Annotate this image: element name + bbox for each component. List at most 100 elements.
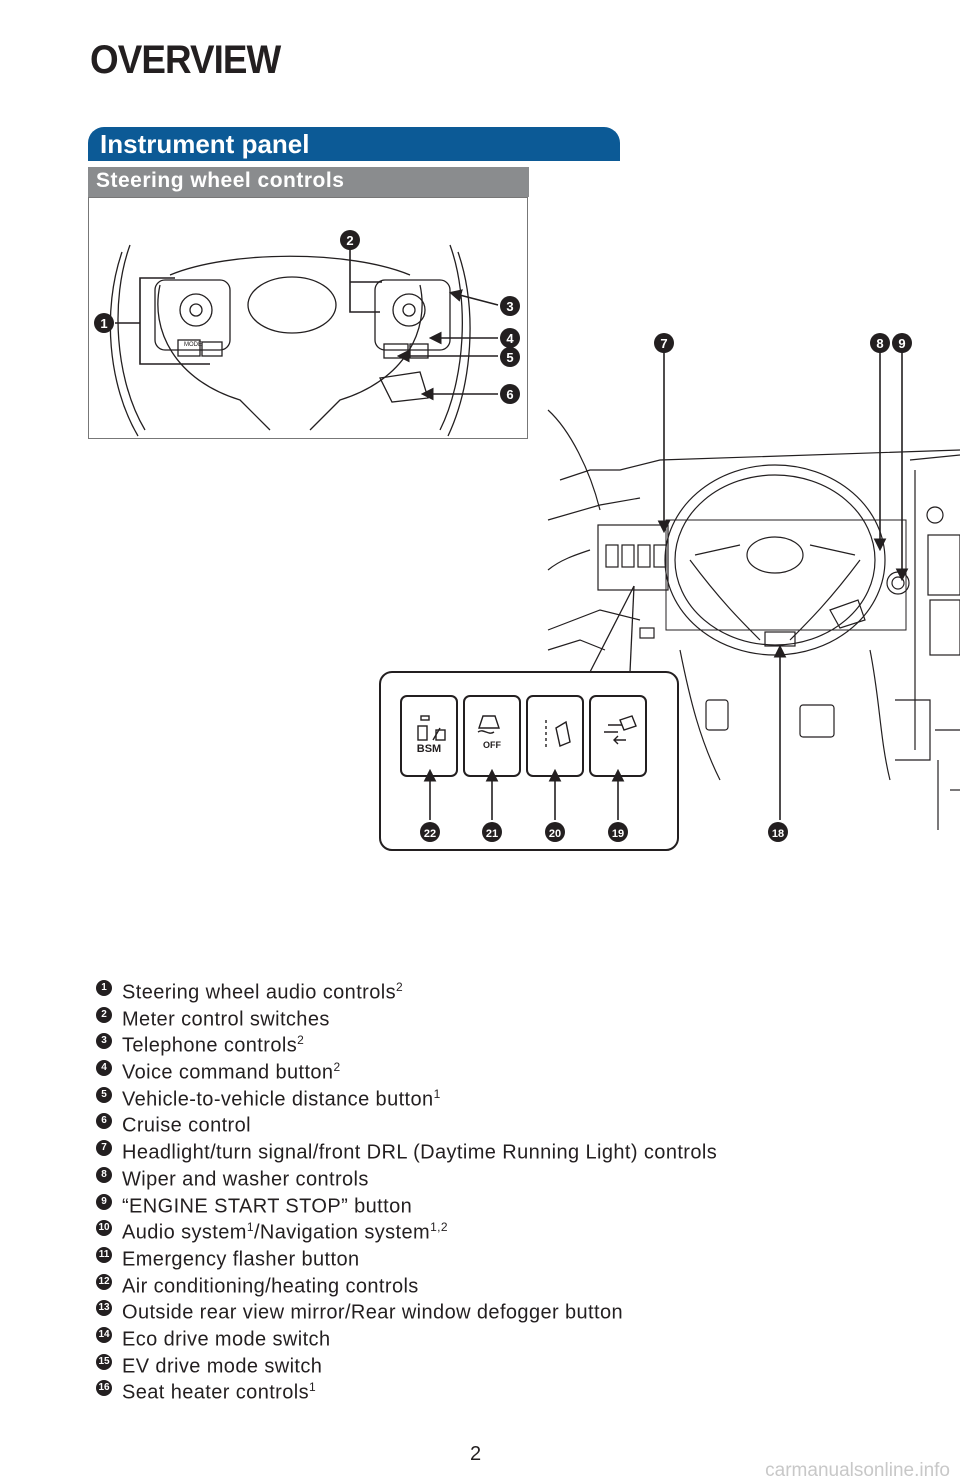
legend-text: Steering wheel audio controls	[122, 981, 396, 1004]
legend-item: 13 Outside rear view mirror/Rear window d…	[96, 1294, 717, 1324]
legend-number: 15	[96, 1353, 112, 1370]
legend-number: 10	[96, 1220, 112, 1237]
legend-item: 16 Seat heater controls1	[96, 1374, 717, 1404]
legend-item: 4 Voice command button2	[96, 1054, 717, 1084]
legend-item: 5 Vehicle-to-vehicle distance button1	[96, 1081, 717, 1111]
legend-number: 9	[96, 1193, 112, 1210]
callout-label-4: 4	[506, 331, 514, 346]
legend-number: 8	[96, 1166, 112, 1183]
legend-number: 13	[96, 1300, 112, 1317]
legend-item: 9 “ENGINE START STOP” button	[96, 1188, 717, 1218]
callout-marker-1	[94, 313, 114, 333]
legend-text-continued: /Navigation system	[253, 1221, 431, 1244]
bsm-switch	[400, 695, 458, 777]
collision-warning-icon	[604, 724, 622, 733]
bsm-mirror-icon	[417, 725, 428, 741]
legend-text: Audio system	[122, 1221, 247, 1244]
legend-text: “ENGINE START STOP” button	[122, 1195, 413, 1218]
footnote-ref: 2	[333, 1060, 341, 1075]
callout-label-1: 1	[100, 316, 107, 331]
callout-label-18: 18	[772, 828, 784, 840]
callout-label-21: 21	[486, 828, 498, 840]
footnote-ref: 1	[433, 1086, 441, 1101]
legend-item: 1 Steering wheel audio controls2	[96, 974, 717, 1004]
callout-marker-21	[482, 822, 502, 842]
callout-label-20: 20	[549, 828, 561, 840]
callout-label-7: 7	[660, 336, 667, 351]
legend-number: 7	[96, 1140, 112, 1157]
bsm-label: BSM	[417, 743, 441, 755]
legend-number: 1	[96, 980, 112, 996]
legend-number: 6	[96, 1113, 112, 1130]
legend-item: 7 Headlight/turn signal/front DRL (Daytim…	[96, 1134, 718, 1164]
legend-text: Emergency flasher button	[122, 1248, 360, 1271]
off-label: OFF	[483, 740, 501, 750]
legend-number: 12	[96, 1273, 112, 1290]
steering-wheel-diagram-frame	[88, 197, 528, 439]
legend-item: 15 EV drive mode switch	[96, 1348, 717, 1378]
legend-text: Voice command button	[122, 1061, 334, 1084]
legend-number: 11	[96, 1246, 112, 1263]
closeup-leaders	[115, 248, 499, 401]
watermark: carmanualsonline.info	[765, 1460, 950, 1481]
legend-number: 5	[96, 1086, 112, 1103]
callout-label-5: 5	[506, 350, 513, 365]
callout-marker-22	[420, 822, 440, 842]
page-number: 2	[470, 1443, 482, 1465]
callout-marker-19	[608, 822, 628, 842]
callout-marker-18	[768, 822, 788, 842]
legend-item: 2 Meter control switches	[96, 1001, 717, 1031]
legend-number: 4	[96, 1060, 112, 1077]
section-header-instrument-panel: Instrument panel	[88, 127, 620, 161]
callout-label-3: 3	[506, 299, 513, 314]
legend-item: 8 Wiper and washer controls	[96, 1161, 717, 1191]
steering-wheel-closeup	[109, 244, 471, 437]
legend-text: Outside rear view mirror/Rear window def…	[122, 1301, 624, 1324]
legend-item: 10 Audio system1/Navigation system1,2	[96, 1214, 717, 1244]
legend-number: 16	[96, 1380, 112, 1397]
subsection-header-steering-wheel: Steering wheel controls	[88, 167, 529, 197]
footnote-ref: 2	[395, 980, 404, 994]
section-title: Instrument panel	[100, 129, 310, 159]
callout-marker-4	[500, 328, 520, 348]
legend-item: 12 Air conditioning/heating controls	[96, 1268, 717, 1298]
callout-label-8: 8	[876, 336, 883, 351]
legend-text: Eco drive mode switch	[122, 1328, 331, 1351]
legend-text: Headlight/turn signal/front DRL (Daytime…	[122, 1141, 718, 1164]
legend-item: 11 Emergency flasher button	[96, 1241, 717, 1271]
callout-marker-5	[500, 347, 520, 367]
callout-marker-8	[870, 333, 890, 353]
callout-marker-7	[654, 333, 674, 353]
vsc-off-switch	[463, 695, 521, 777]
instrument-panel-illustration: MODE 1 2 3 4 5 6	[94, 230, 960, 851]
mode-hold-label: MODE	[184, 342, 202, 348]
lane-departure-switch	[526, 695, 584, 777]
legend-text: Air conditioning/heating controls	[122, 1275, 419, 1298]
subsection-title: Steering wheel controls	[96, 169, 345, 192]
legend-text: Seat heater controls	[122, 1381, 309, 1404]
footnote-ref: 1,2	[430, 1220, 448, 1235]
page-title: OVERVIEW	[90, 38, 281, 82]
legend-number: 3	[96, 1033, 112, 1050]
legend-text: EV drive mode switch	[122, 1355, 323, 1378]
legend-text: Cruise control	[122, 1115, 251, 1138]
dashboard-leaders	[589, 352, 909, 820]
legend-text: Vehicle-to-vehicle distance button	[122, 1088, 434, 1111]
footnote-ref: 1	[309, 1380, 317, 1395]
callout-marker-9	[892, 333, 912, 353]
legend-text: Wiper and washer controls	[122, 1168, 369, 1191]
callout-marker-3	[500, 296, 520, 316]
footnote-ref: 1	[246, 1220, 254, 1235]
callout-label-2: 2	[346, 233, 353, 248]
callout-label-19: 19	[612, 828, 624, 840]
callout-label-6: 6	[506, 387, 513, 402]
legend-text: Telephone controls	[122, 1035, 298, 1058]
legend-number: 2	[96, 1006, 112, 1023]
callout-label-22: 22	[424, 828, 436, 840]
callout-marker-6	[500, 384, 520, 404]
legend-text: Meter control switches	[122, 1008, 330, 1031]
callout-marker-2	[340, 230, 360, 250]
